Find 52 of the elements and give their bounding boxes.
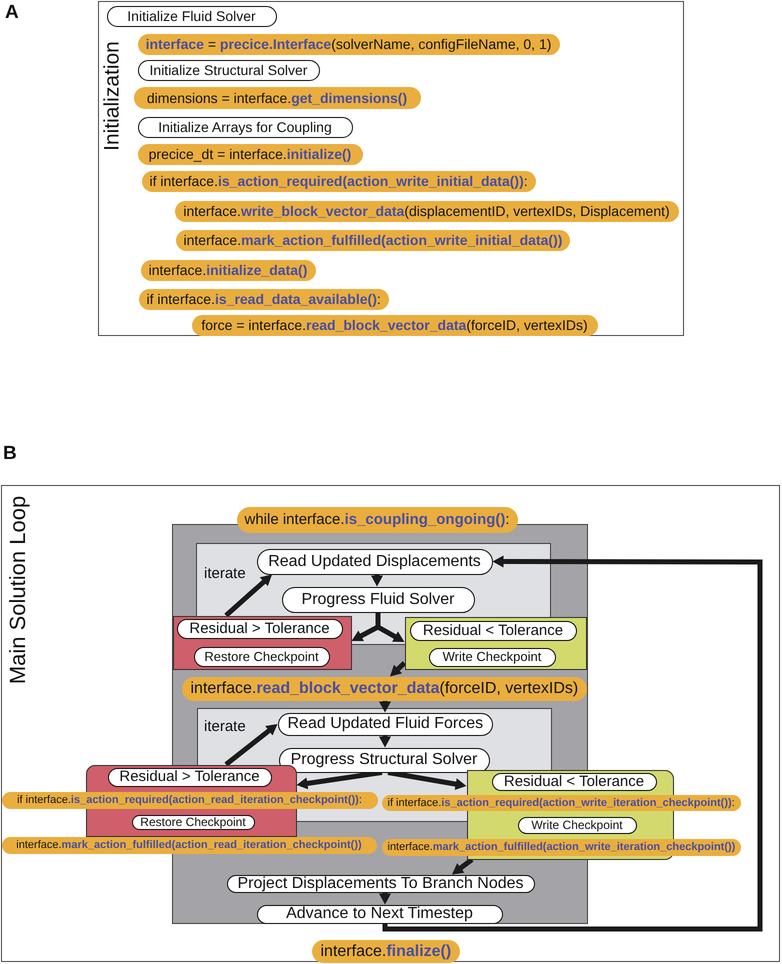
arrow (296, 770, 382, 790)
process-step: Residual < Tolerance (410, 620, 576, 640)
code-statement: if interface.is_action_required(action_read_iteration_checkpoint()): (2, 792, 378, 808)
code-statement: interface.write_block_vector_data(displacementID, vertexIDs, Displacement) (174, 200, 678, 222)
panel-label: B (3, 444, 17, 465)
process-step: Progress Fluid Solver (282, 586, 474, 612)
arrow (224, 572, 274, 618)
code-statement: precice_dt = interface.initialize() (138, 144, 362, 164)
process-step: Initialize Arrays for Coupling (138, 116, 352, 138)
write-branch-panel (404, 616, 586, 670)
process-step: Progress Structural Solver (278, 748, 490, 772)
code-statement: interface.mark_action_fulfilled(action_write_iteration_checkpoint()) (382, 838, 742, 856)
arrow (371, 574, 383, 586)
arrow (388, 661, 406, 678)
code-statement: dimensions = interface.get_dimensions() (134, 86, 420, 108)
process-step: Project Displacements To Branch Nodes (226, 874, 534, 892)
arrow (379, 892, 391, 904)
process-step: Initialize Structural Solver (138, 60, 320, 80)
section-frame (98, 1, 684, 336)
process-step: Restore Checkpoint (194, 646, 330, 666)
section-frame (1, 485, 780, 962)
process-step: Residual > Tolerance (108, 768, 272, 786)
section-heading: Initialization (100, 40, 124, 150)
process-step: Read Updated Displacements (256, 548, 492, 574)
code-statement: interface.read_block_vector_data(forceID, vertexIDs) (182, 676, 588, 700)
code-statement: interface.mark_action_fulfilled(action_write_initial_data()) (176, 230, 570, 250)
panel-label: A (5, 3, 19, 24)
process-step: Write Checkpoint (428, 648, 556, 666)
process-step: Restore Checkpoint (132, 814, 254, 830)
code-statement: interface.mark_action_fulfilled(action_read_iteration_checkpoint()) (2, 836, 376, 854)
code-statement: interface.finalize() (312, 940, 460, 962)
process-step: Residual < Tolerance (492, 772, 656, 790)
restore-branch-panel (172, 616, 352, 670)
code-statement: interface.initialize_data() (140, 260, 316, 280)
loop-back-arrow (382, 556, 762, 932)
process-step: Residual > Tolerance (176, 618, 342, 638)
code-statement: interface = precice.Interface(solverName, configFileName, 0, 1) (138, 34, 560, 54)
arrow (379, 700, 391, 712)
process-step: Write Checkpoint (518, 816, 636, 834)
code-statement: while interface.is_coupling_ongoing(): (236, 506, 518, 532)
code-statement: if interface.is_action_required(action_write_iteration_checkpoint()): (382, 794, 741, 810)
arrow (388, 770, 467, 790)
arrow (379, 736, 391, 748)
process-step: Read Updated Fluid Forces (278, 712, 494, 736)
code-statement: if interface.is_read_data_available(): (138, 288, 389, 310)
code-statement: force = interface.read_block_vector_data(forceID, vertexIDs) (192, 314, 598, 336)
arrow (224, 722, 280, 766)
arrow (450, 858, 474, 876)
section-heading: Main Solution Loop (5, 495, 30, 684)
code-statement: if interface.is_action_required(action_write_initial_data()): (142, 170, 536, 192)
process-step: Advance to Next Timestep (256, 904, 502, 924)
process-step: Initialize Fluid Solver (106, 6, 276, 26)
